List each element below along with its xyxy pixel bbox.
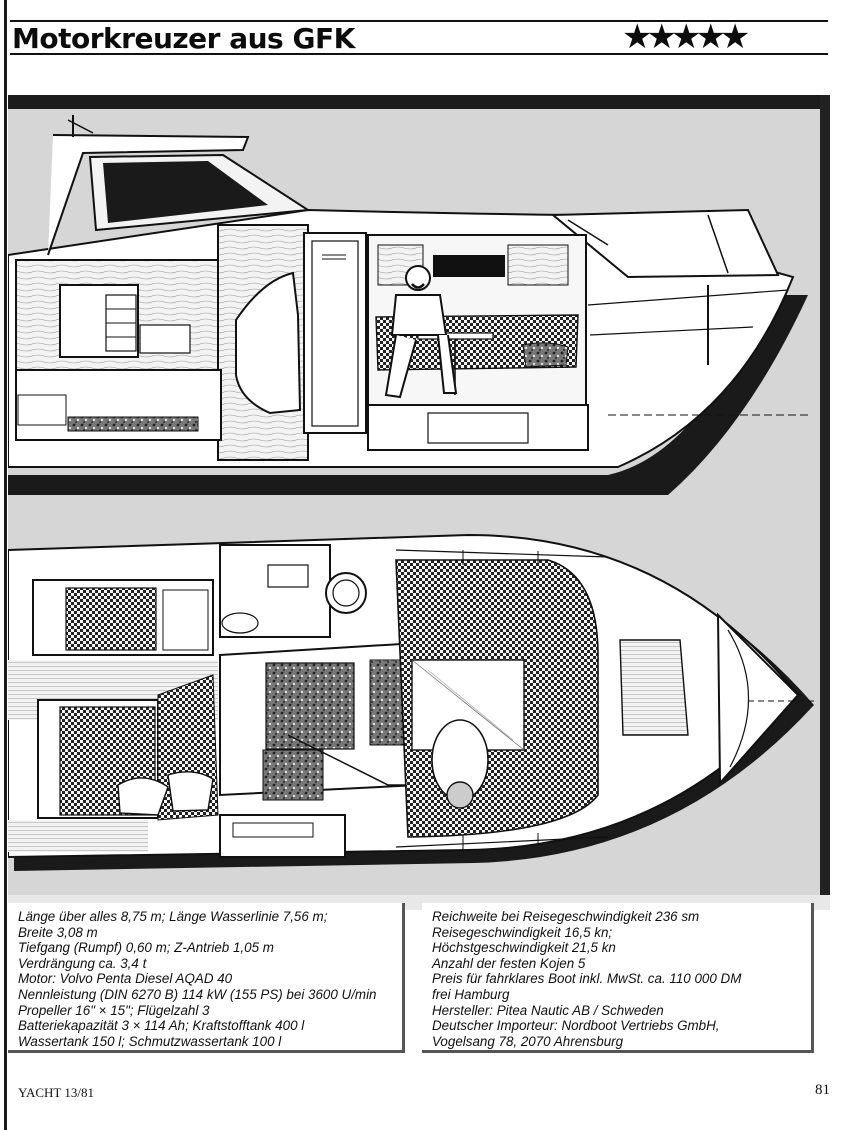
title-rule-top <box>10 20 828 22</box>
page-left-rule <box>4 0 7 1130</box>
spec-line: Deutscher Importeur: Nordboot Vertriebs … <box>432 1018 720 1034</box>
title-rule-bottom <box>10 53 828 55</box>
spec-line: Batteriekapazität 3 × 114 Ah; Kraftstoff… <box>18 1018 305 1034</box>
specs-panel-left: Länge über alles 8,75 m; Länge Wasserlin… <box>8 903 405 1053</box>
page-title: Motorkreuzer aus GFK <box>12 22 355 55</box>
spec-line: Breite 3,08 m <box>18 924 98 940</box>
spec-line: Vogelsang 78, 2070 Ahrensburg <box>432 1033 624 1049</box>
spec-line: Preis für fahrklares Boot inkl. MwSt. ca… <box>432 971 742 987</box>
publication-footer: YACHT 13/81 <box>18 1085 94 1100</box>
spec-line: Nennleistung (DIN 6270 B) 114 kW (155 PS… <box>18 986 377 1002</box>
spec-line: Länge über alles 8,75 m; Länge Wasserlin… <box>18 909 328 924</box>
spec-line: Anzahl der festen Kojen 5 <box>432 955 586 971</box>
spec-line: Reisegeschwindigkeit 16,5 kn; <box>432 924 613 940</box>
specs-panel-right: Reichweite bei Reisegeschwindigkeit 236 … <box>422 903 814 1053</box>
page-number: 81 <box>815 1082 830 1098</box>
spec-line: Höchstgeschwindigkeit 21,5 kn <box>432 940 616 956</box>
spec-line: Tiefgang (Rumpf) 0,60 m; Z-Antrieb 1,05 … <box>18 940 274 956</box>
spec-line: Motor: Volvo Penta Diesel AQAD 40 <box>18 971 233 987</box>
boat-illustration <box>8 95 830 910</box>
side-view-cutaway <box>8 115 808 495</box>
spec-line: Verdrängung ca. 3,4 t <box>18 955 147 971</box>
spec-line: Propeller 16" × 15"; Flügelzahl 3 <box>18 1002 210 1018</box>
spec-line: Wassertank 150 l; Schmutzwassertank 100 … <box>18 1033 282 1049</box>
plan-view-layout <box>8 533 818 871</box>
spec-line: Reichweite bei Reisegeschwindigkeit 236 … <box>432 909 700 924</box>
rating-stars: ★★★★★ <box>622 17 750 57</box>
spec-line: frei Hamburg <box>432 986 510 1002</box>
spec-line: Hersteller: Pitea Nautic AB / Schweden <box>432 1002 664 1018</box>
